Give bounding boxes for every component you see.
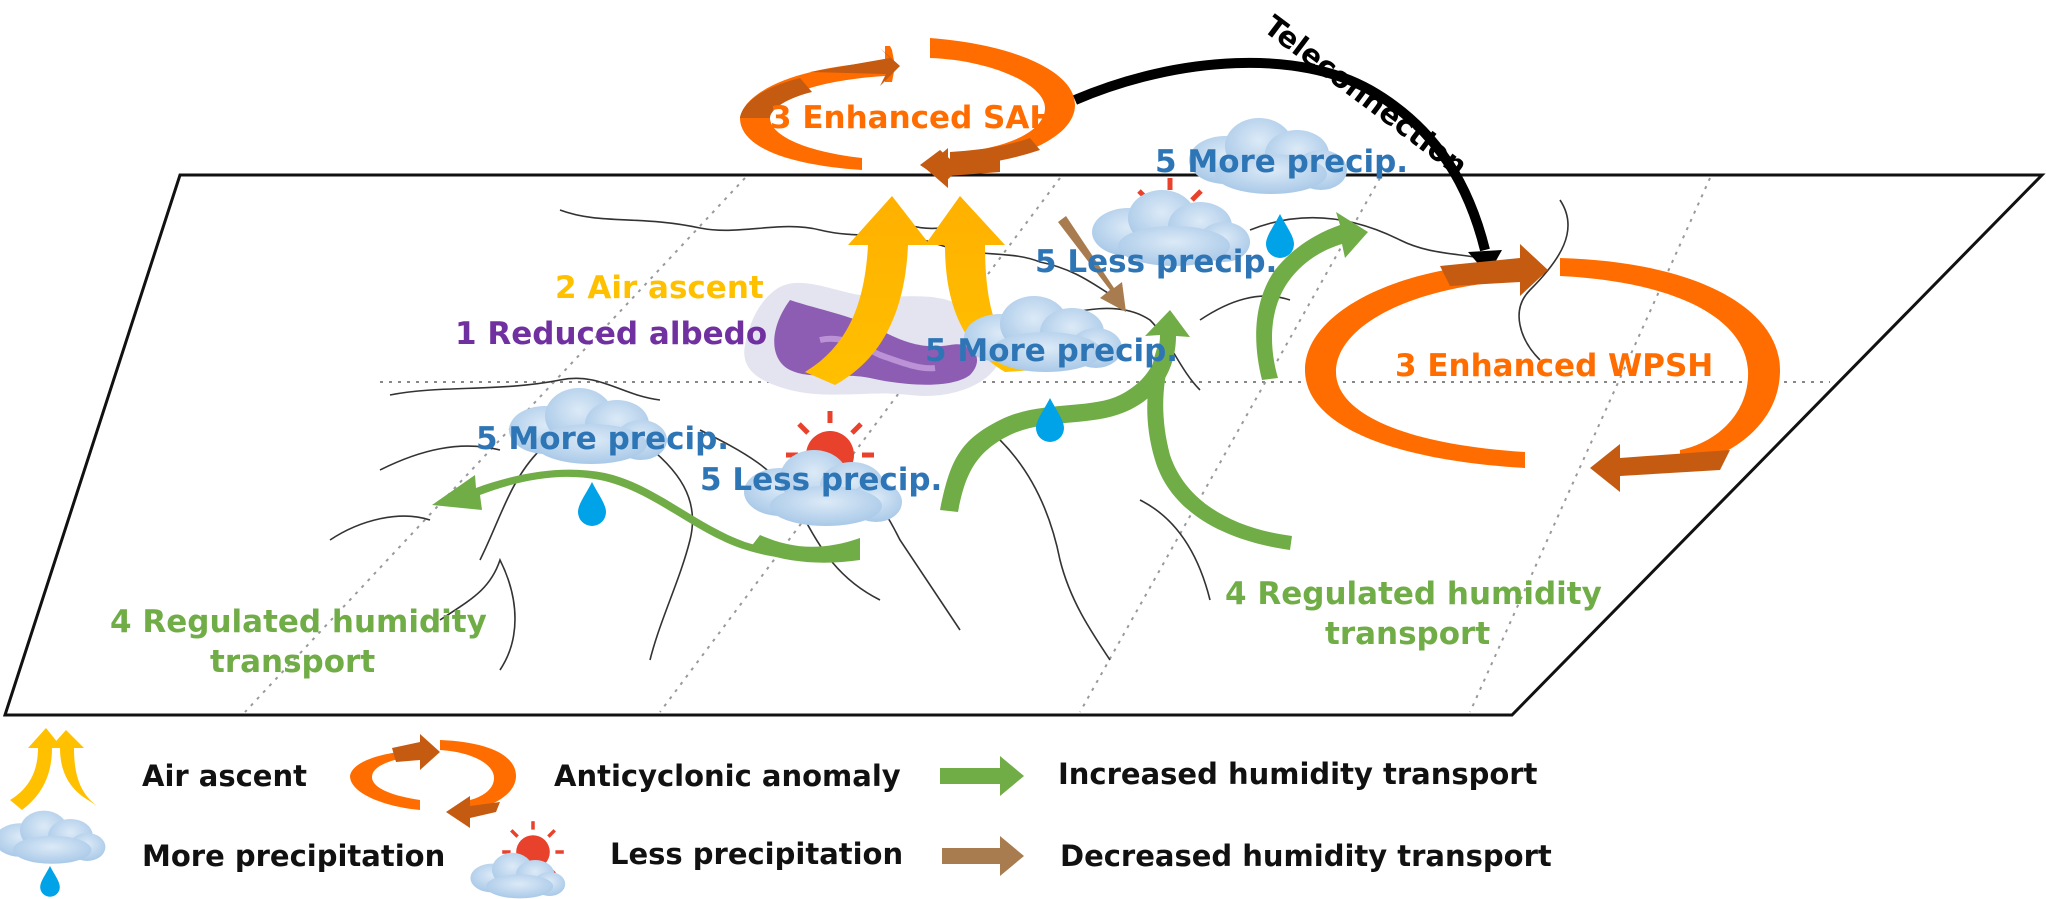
legend-decreased-humidity-icon [942, 836, 1024, 876]
sah-label: 3 Enhanced SAH [770, 100, 1055, 136]
humidity-right-label-line1: 4 Regulated humidity [1225, 576, 1602, 612]
sah-anticyclone [740, 38, 1075, 188]
more-precip-ne-label: 5 More precip. [1155, 144, 1408, 180]
legend: Air ascent Anticyclonic anomaly Increase… [0, 728, 1552, 899]
legend-decreased-humidity-label: Decreased humidity transport [1060, 839, 1552, 873]
legend-air-ascent-label: Air ascent [142, 759, 307, 793]
legend-anticyclonic-icon [350, 734, 516, 828]
wpsh-anticyclone [1305, 244, 1780, 492]
less-precip-sw-label: 5 Less precip. [700, 462, 942, 498]
more-precip-center-label: 5 More precip. [925, 333, 1178, 369]
legend-more-precip-label: More precipitation [142, 839, 445, 873]
legend-increased-humidity-label: Increased humidity transport [1058, 757, 1538, 791]
humidity-left-label-line2: transport [210, 644, 375, 680]
legend-less-precip-label: Less precipitation [610, 837, 903, 871]
humidity-right-label-line2: transport [1325, 616, 1490, 652]
legend-anticyclonic-label: Anticyclonic anomaly [554, 759, 901, 793]
reduced-albedo-label: 1 Reduced albedo [455, 316, 767, 352]
wpsh-label: 3 Enhanced WPSH [1395, 348, 1713, 384]
air-ascent-label: 2 Air ascent [555, 270, 764, 306]
legend-increased-humidity-icon [940, 756, 1024, 796]
air-ascent-arrows [805, 196, 1035, 385]
legend-less-precip-icon [470, 819, 566, 899]
decreased-humidity-arrow [1058, 216, 1126, 312]
less-precip-ne-label: 5 Less precip. [1035, 244, 1277, 280]
legend-air-ascent-icon [10, 728, 100, 810]
legend-more-precip-icon [0, 810, 106, 897]
more-precip-w-label: 5 More precip. [476, 421, 729, 457]
humidity-transport-arrows [432, 212, 1368, 563]
humidity-left-label-line1: 4 Regulated humidity [110, 604, 487, 640]
